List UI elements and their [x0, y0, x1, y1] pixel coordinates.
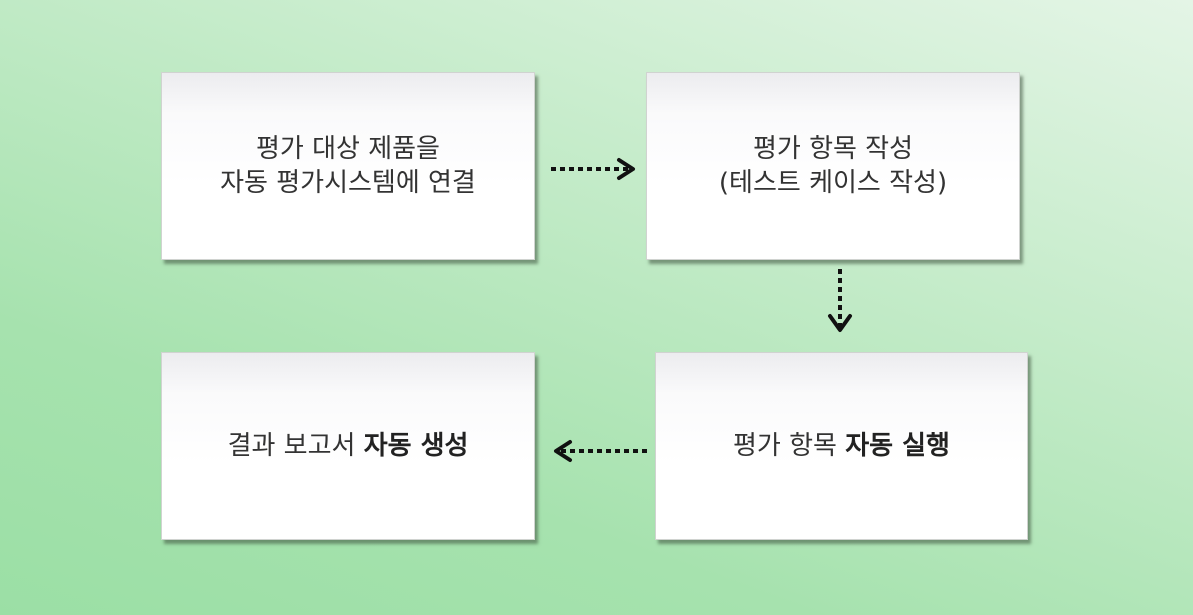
step-text-line: 평가 대상 제품을 [256, 134, 440, 164]
step-box-connect: 평가 대상 제품을 자동 평가시스템에 연결 [161, 72, 535, 260]
step-box-auto-report: 결과 보고서 자동 생성 [161, 352, 535, 540]
step-text-normal: 평가 항목 [733, 431, 846, 461]
arrow-down-icon [828, 269, 852, 332]
arrow-right-icon [551, 158, 635, 180]
arrow-left-icon [554, 440, 647, 462]
step-box-write-items: 평가 항목 작성 (테스트 케이스 작성) [646, 72, 1020, 260]
step-text-line: 자동 평가시스템에 연결 [220, 168, 476, 198]
step-box-auto-run: 평가 항목 자동 실행 [655, 352, 1028, 540]
step-text-bold: 자동 실행 [845, 431, 950, 461]
step-text-line: (테스트 케이스 작성) [718, 168, 948, 198]
step-text: 평가 대상 제품을 자동 평가시스템에 연결 [220, 132, 476, 200]
step-text: 결과 보고서 자동 생성 [228, 429, 469, 463]
step-text: 평가 항목 작성 (테스트 케이스 작성) [719, 132, 947, 200]
step-text: 평가 항목 자동 실행 [733, 429, 950, 463]
step-text-normal: 결과 보고서 [227, 431, 364, 461]
step-text-bold: 자동 생성 [363, 431, 469, 461]
step-text-line: 평가 항목 작성 [752, 134, 914, 164]
